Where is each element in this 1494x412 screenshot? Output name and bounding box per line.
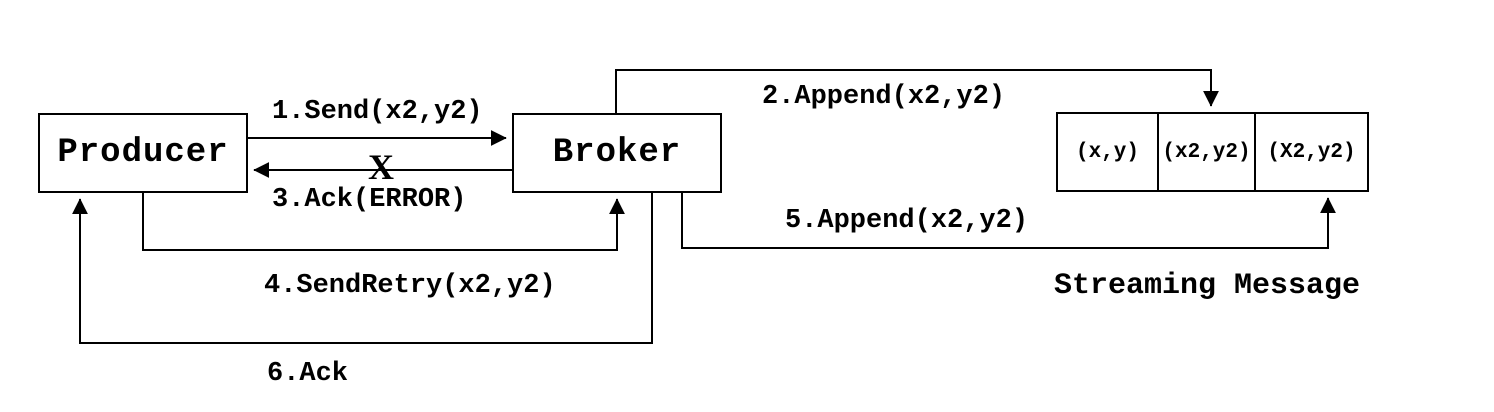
broker-node: Broker xyxy=(512,113,722,193)
stream-queue-caption: Streaming Message xyxy=(1054,269,1361,303)
broker-label: Broker xyxy=(552,134,682,172)
message-label-append-retry: 5.Append(x2,y2) xyxy=(785,206,1029,236)
message-label-final-ack: 6.Ack xyxy=(267,359,349,389)
stream-queue: (x,y) (x2,y2) (X2,y2) xyxy=(1056,112,1369,192)
message-label-append: 2.Append(x2,y2) xyxy=(762,82,1006,112)
queue-cell: (X2,y2) xyxy=(1267,140,1356,164)
producer-node: Producer xyxy=(38,113,248,193)
append-retry-arrow xyxy=(681,193,1336,249)
message-label-send-retry: 4.SendRetry(x2,y2) xyxy=(264,271,556,301)
message-label-ack-error: 3.Ack(ERROR) xyxy=(272,185,467,215)
failure-x-mark: X xyxy=(368,147,394,187)
queue-cell: (x,y) xyxy=(1058,114,1159,190)
producer-label: Producer xyxy=(57,134,229,172)
final-ack-arrow xyxy=(72,193,653,344)
append-arrow xyxy=(615,69,1219,113)
send-retry-arrow xyxy=(142,193,625,251)
queue-cell: (x2,y2) xyxy=(1159,114,1256,190)
message-label-send: 1.Send(x2,y2) xyxy=(272,97,483,127)
